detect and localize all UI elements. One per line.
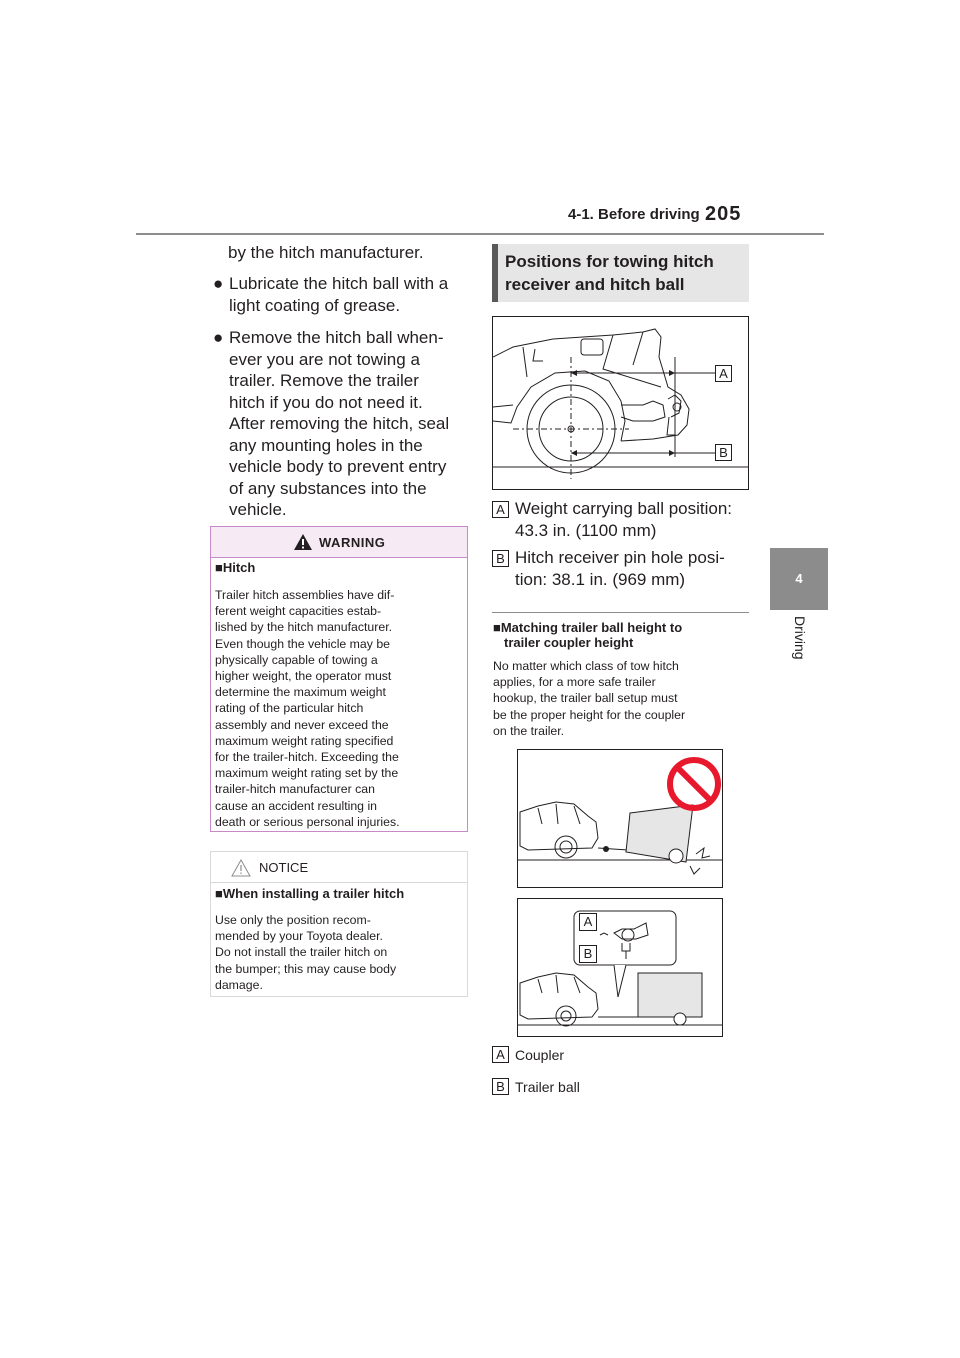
incorrect-hookup-figure <box>517 749 723 888</box>
bullet-item: ● Lubricate the hitch ball with a light … <box>213 273 463 316</box>
section-heading: Positions for towing hitch receiver and … <box>492 244 749 302</box>
callout-label: A <box>715 365 732 382</box>
notice-line: Use only the position recom- <box>215 913 371 927</box>
matching-body: No matter which class of tow hitch appli… <box>493 658 745 739</box>
header-rule <box>136 233 824 235</box>
matching-line: on the trailer. <box>493 723 565 738</box>
warning-line: higher weight, the operator must <box>215 669 392 684</box>
bullet-line: ever you are not towing a <box>229 349 420 369</box>
matching-subheading: ■Matching trailer ball height to trailer… <box>493 620 743 650</box>
callout-label: B <box>715 444 732 461</box>
marker-a: A <box>492 501 509 518</box>
legend-text: Trailer ball <box>515 1079 580 1095</box>
warning-line: Trailer hitch assemblies have dif- <box>215 588 395 602</box>
marker-b: B <box>492 550 509 567</box>
bullet-dot-icon: ● <box>213 328 224 347</box>
marker-a: A <box>492 1046 509 1063</box>
notice-title: NOTICE <box>259 860 309 875</box>
warning-box: WARNING ■Hitch Trailer hitch assemblies … <box>210 526 468 832</box>
matching-line: applies, for a more safe trailer <box>493 675 656 690</box>
chapter-label-container: Driving <box>770 616 828 696</box>
warning-line: physically capable of towing a <box>215 652 378 667</box>
section-title: 4-1. Before driving <box>568 206 700 223</box>
warning-triangle-icon <box>294 534 312 550</box>
item-line: 43.3 in. (1100 mm) <box>515 520 657 540</box>
subheading-line: ■Matching trailer ball height to <box>493 620 683 635</box>
matching-line: hookup, the trailer ball setup must <box>493 691 678 706</box>
warning-line: trailer-hitch manufacturer can <box>215 782 375 797</box>
bullet-line: After removing the hitch, seal <box>229 414 450 433</box>
item-line: Weight carrying ball position: <box>515 499 733 518</box>
bullet-line: light coating of grease. <box>229 295 401 315</box>
warning-line: for the trailer-hitch. Exceeding the <box>215 750 399 765</box>
warning-line: Even though the vehicle may be <box>215 636 391 651</box>
prohibition-icon <box>667 757 721 811</box>
legend-text: Coupler <box>515 1047 565 1063</box>
warning-title: WARNING <box>319 535 386 550</box>
warning-body: Trailer hitch assemblies have dif- feren… <box>215 587 465 830</box>
bullet-dot-icon: ● <box>213 274 224 293</box>
chapter-label: Driving <box>792 616 808 660</box>
warning-line: assembly and never exceed the <box>215 717 389 732</box>
warning-line: rating of the particular hitch <box>215 701 364 716</box>
warning-line: determine the maximum weight <box>215 685 386 700</box>
vehicle-rear-illustration <box>492 328 748 479</box>
bullet-line: Remove the hitch ball when- <box>229 328 444 347</box>
callout-label: B <box>579 945 597 963</box>
warning-line: lished by the hitch manufacturer. <box>215 620 393 635</box>
notice-header: NOTICE <box>211 852 467 883</box>
item-line: tion: 38.1 in. (969 mm) <box>515 569 686 589</box>
warning-line: death or serious personal injuries. <box>215 814 400 829</box>
warning-subheading: ■Hitch <box>215 560 256 575</box>
warning-line: maximum weight rating specified <box>215 733 394 748</box>
warning-header: WARNING <box>211 527 467 558</box>
item-line: Hitch receiver pin hole posi- <box>515 548 725 567</box>
bullet-line: any mounting holes in the <box>229 435 423 455</box>
bullet-line: Lubricate the hitch ball with a <box>229 274 449 293</box>
notice-line: Do not install the trailer hitch on <box>215 945 388 960</box>
marker-b: B <box>492 1078 509 1095</box>
intro-continuation: by the hitch manufacturer. <box>228 243 424 262</box>
notice-line: the bumper; this may cause body <box>215 961 397 976</box>
correct-hookup-illustration <box>518 910 722 1027</box>
chapter-tab[interactable]: 4 <box>770 548 828 610</box>
chapter-number: 4 <box>795 571 803 586</box>
hitch-position-figure: A B <box>492 316 749 490</box>
notice-subheading: ■When installing a trailer hitch <box>215 886 405 901</box>
notice-body: Use only the position recom- mended by y… <box>215 912 465 993</box>
correct-hookup-figure: A B <box>517 898 723 1037</box>
matching-line: be the proper height for the coupler <box>493 707 686 722</box>
divider <box>492 612 749 613</box>
page-number: 205 <box>705 203 742 225</box>
incorrect-hookup-illustration <box>518 757 722 875</box>
warning-line: maximum weight rating set by the <box>215 766 399 781</box>
subheading-line: trailer coupler height <box>504 635 634 650</box>
notice-line: damage. <box>215 977 263 992</box>
warning-line: cause an accident resulting in <box>215 798 378 813</box>
notice-box: NOTICE ■When installing a trailer hitch … <box>210 851 468 997</box>
heading-line: Positions for towing hitch <box>505 252 714 271</box>
warning-line: ferent weight capacities estab- <box>215 604 382 619</box>
notice-line: mended by your Toyota dealer. <box>215 929 383 944</box>
heading-line: receiver and hitch ball <box>505 275 685 294</box>
bullet-line: trailer. Remove the trailer <box>229 371 419 390</box>
item-text: Weight carrying ball position: 43.3 in. … <box>515 498 732 541</box>
caution-triangle-icon <box>231 859 251 877</box>
callout-label: A <box>579 913 597 931</box>
item-text: Hitch receiver pin hole posi- tion: 38.1… <box>515 547 725 590</box>
bullet-line: vehicle body to prevent entry <box>229 457 447 476</box>
bullet-line: of any substances into the <box>229 478 427 498</box>
matching-line: No matter which class of tow hitch <box>493 659 679 673</box>
bullet-line: vehicle. <box>229 500 287 519</box>
bullet-line: hitch if you do not need it. <box>229 392 423 412</box>
bullet-item: ● Remove the hitch ball when- ever you a… <box>213 327 463 521</box>
